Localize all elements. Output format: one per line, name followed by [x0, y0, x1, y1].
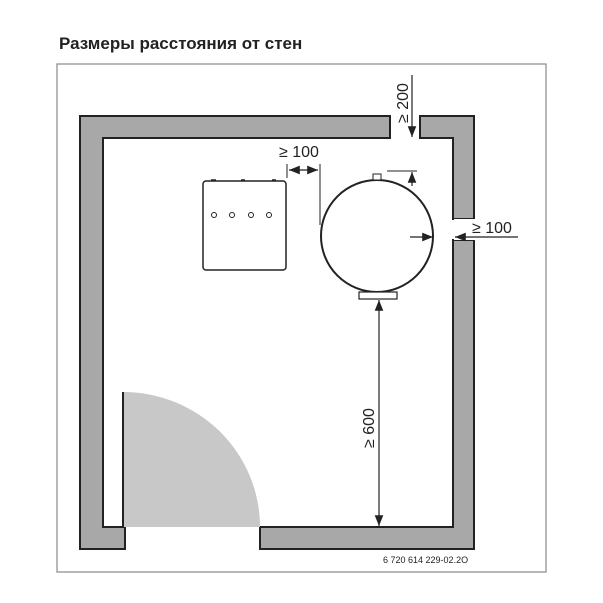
boiler: [202, 179, 287, 271]
wall: [79, 115, 391, 550]
dim-side-gap: ≥ 100: [279, 144, 319, 161]
dim-floor: ≥ 600: [361, 408, 378, 448]
door-swing: [123, 392, 260, 527]
page-title: Размеры расстояния от стен: [59, 34, 303, 53]
water-tank: [320, 173, 434, 300]
figure-code: 6 720 614 229-02.2O: [383, 555, 468, 565]
dim-top-wall: ≥ 200: [395, 83, 412, 123]
wall: [419, 115, 475, 220]
dim-right-wall: ≥ 100: [472, 220, 512, 237]
